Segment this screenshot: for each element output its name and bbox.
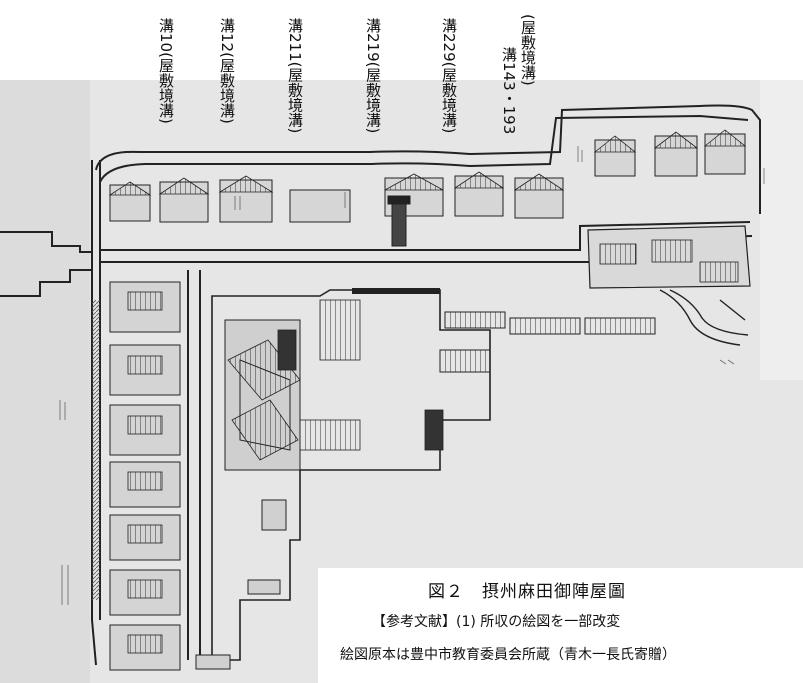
residence-column-left (109, 281, 181, 671)
caption-box (318, 568, 803, 683)
small-structures (195, 499, 287, 670)
moat-label-143-col1: 溝143・193 (500, 47, 518, 135)
moat-label-211: 溝211(屋敷境溝) (286, 18, 304, 134)
reference-note: 【参考文献】(1) 所収の絵図を一部改変 (372, 614, 621, 630)
long-buildings (439, 311, 656, 373)
figure-title: 図２ 摂州麻田御陣屋圖 (428, 582, 626, 602)
moat-label-12: 溝12(屋敷境溝) (218, 18, 236, 124)
inner-road-vertical (187, 270, 201, 660)
winding-path (659, 289, 749, 346)
moat-label-229: 溝229(屋敷境溝) (440, 18, 458, 134)
roof-marks-top (108, 129, 747, 196)
moat-label-10: 溝10(屋敷境溝) (157, 18, 175, 124)
source-note: 絵図原本は豊中市教育委員会所蔵（青木一長氏寄贈） (340, 647, 676, 663)
gate-beam (352, 288, 440, 294)
map-annotation-marks (59, 146, 765, 605)
moat-label-219: 溝219(屋敷境溝) (364, 18, 382, 134)
gate-tower (387, 195, 411, 247)
outer-road (95, 104, 761, 214)
wall-hatch (92, 300, 100, 600)
moat-label-143-col2: (屋敷境溝) (519, 14, 537, 86)
